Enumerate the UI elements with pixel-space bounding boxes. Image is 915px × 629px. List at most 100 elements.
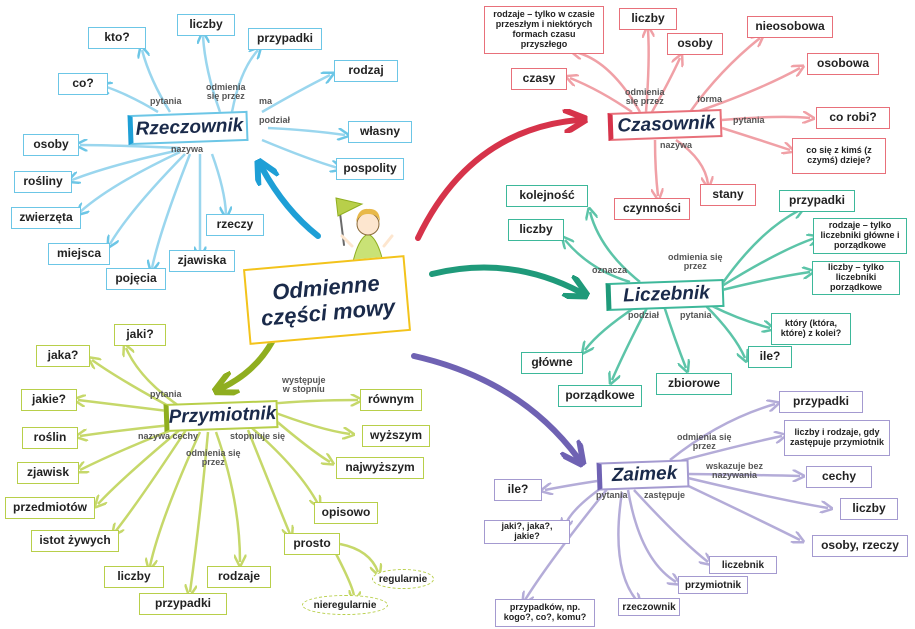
node-nieregularnie: nieregularnie — [302, 595, 388, 615]
node-wyzszym: wyższym — [362, 425, 430, 447]
label-wystepuje: występuje w stopniu — [282, 375, 326, 395]
label-podzial: podział — [259, 115, 290, 125]
node-ile: ile? — [748, 346, 792, 368]
zaimek-branches — [525, 404, 828, 602]
node-glowne: główne — [521, 352, 583, 374]
node-jakie: jakie? — [21, 389, 77, 411]
node-liczebnik: liczebnik — [709, 556, 777, 574]
label-zastepuje: zastępuje — [644, 490, 686, 500]
node-jaki: jaki? — [114, 324, 166, 346]
label-odmienia: odmienia się przez — [186, 448, 241, 468]
node-rodzaje-note: rodzaje – tylko liczebniki główne i porz… — [813, 218, 907, 254]
mascot-illustration — [335, 197, 394, 267]
main-arrow-rzeczownik — [262, 168, 321, 239]
node-rosliny: rośliny — [14, 171, 72, 193]
node-przedmiotow: przedmiotów — [5, 497, 95, 519]
label-stopniuje: stopniuje się — [230, 431, 286, 441]
main-arrow-przymiotnik — [222, 339, 275, 388]
czasownik-branches — [570, 30, 810, 196]
label-odmienia: odmienia się przez — [206, 82, 246, 102]
node-co: co? — [58, 73, 108, 95]
node-kto: kto? — [88, 27, 146, 49]
node-ile: ile? — [494, 479, 542, 501]
node-rodzaj: rodzaj — [334, 60, 398, 82]
label-odmienia: odmienia się przez — [677, 432, 732, 452]
label-odmienia: odmienia się przez — [625, 87, 665, 107]
label-odmienia: odmienia się przez — [668, 252, 723, 272]
label-pytania: pytania — [150, 389, 182, 399]
liczebnik-branches — [565, 210, 815, 380]
rzeczownik-branches — [72, 36, 345, 268]
label-forma: forma — [697, 94, 723, 104]
node-czynnosci: czynności — [614, 198, 690, 220]
node-przypadki: przypadki — [139, 593, 227, 615]
node-nieosobowa: nieosobowa — [747, 16, 833, 38]
node-cechy: cechy — [806, 466, 872, 488]
node-stany: stany — [700, 184, 756, 206]
label-pytania: pytania — [596, 490, 628, 500]
node-najwyzszym: najwyższym — [336, 457, 424, 479]
node-zwierzeta: zwierzęta — [11, 207, 81, 229]
node-zjawiska: zjawiska — [169, 250, 235, 272]
node-prosto: prosto — [284, 533, 340, 555]
node-opisowo: opisowo — [314, 502, 378, 524]
label-ma: ma — [259, 96, 273, 106]
label-nazywa: nazywa cechy — [138, 431, 199, 441]
main-arrow-zaimek — [411, 353, 578, 458]
node-rodzaje-note: rodzaje – tylko w czasie przeszłym i nie… — [484, 6, 604, 54]
node-rzeczy: rzeczy — [206, 214, 264, 236]
node-przypadkow-note: przypadków, np. kogo?, co?, komu? — [495, 599, 595, 627]
node-czasy: czasy — [511, 68, 567, 90]
node-zbiorowe: zbiorowe — [656, 373, 732, 395]
node-liczby-rodzaje-note: liczby i rodzaje, gdy zastępuje przymiot… — [784, 420, 890, 456]
node-liczby: liczby — [619, 8, 677, 30]
node-przymiotnik: przymiotnik — [678, 576, 748, 594]
node-wlasny: własny — [348, 121, 412, 143]
label-wskazuje: wskazuje bez nazywania — [706, 461, 764, 481]
main-arrow-czasownik — [415, 120, 578, 241]
node-osoby-rzeczy: osoby, rzeczy — [812, 535, 908, 557]
heading-liczebnik: Liczebnik — [605, 278, 725, 312]
label-podzial: podział — [628, 310, 659, 320]
heading-przymiotnik: Przymiotnik — [163, 400, 279, 432]
main-arrow-liczebnik — [429, 264, 580, 292]
node-jaki-jaka-jakie: jaki?, jaka?, jakie? — [484, 520, 570, 544]
heading-rzeczownik: Rzeczownik — [127, 110, 249, 146]
label-oznacza: oznacza — [592, 265, 628, 275]
node-rzeczownik: rzeczownik — [618, 598, 680, 616]
node-osoby: osoby — [667, 33, 723, 55]
node-jaka: jaka? — [36, 345, 90, 367]
node-pojecia: pojęcia — [106, 268, 166, 290]
label-pytania: pytania — [150, 96, 182, 106]
node-rodzaje: rodzaje — [207, 566, 271, 588]
label-pytania: pytania — [733, 115, 765, 125]
label-nazywa: nazywa — [171, 144, 204, 154]
node-istot-zywych: istot żywych — [31, 530, 119, 552]
center-title-box: Odmienne części mowy — [242, 255, 412, 345]
node-pospolity: pospolity — [336, 158, 404, 180]
node-liczby: liczby — [177, 14, 235, 36]
node-kolejnosc: kolejność — [506, 185, 588, 207]
node-przypadki: przypadki — [779, 391, 863, 413]
node-liczby-note: liczby – tylko liczebniki porządkowe — [812, 261, 900, 295]
node-co-robi: co robi? — [816, 107, 890, 129]
node-przypadki: przypadki — [779, 190, 855, 212]
node-regularnie: regularnie — [372, 569, 434, 589]
node-liczby: liczby — [508, 219, 564, 241]
heading-czasownik: Czasownik — [607, 109, 723, 141]
label-nazywa: nazywa — [660, 140, 693, 150]
node-ktory-z-kolei: który (która, które) z kolei? — [771, 313, 851, 345]
node-miejsca: miejsca — [48, 243, 110, 265]
node-liczby: liczby — [840, 498, 898, 520]
node-rownym: równym — [360, 389, 422, 411]
node-porzadkowe: porządkowe — [558, 385, 642, 407]
label-pytania: pytania — [680, 310, 712, 320]
node-przypadki: przypadki — [248, 28, 322, 50]
node-liczby: liczby — [104, 566, 164, 588]
node-roslin: roślin — [22, 427, 78, 449]
node-osobowa: osobowa — [807, 53, 879, 75]
node-zjawisk: zjawisk — [17, 462, 79, 484]
node-osoby: osoby — [23, 134, 79, 156]
heading-zaimek: Zaimek — [596, 459, 690, 491]
